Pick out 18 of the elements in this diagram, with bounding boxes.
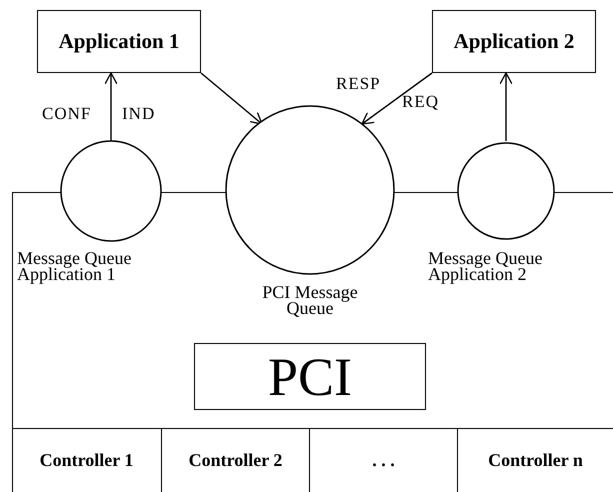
application-box: Application 1 xyxy=(37,10,201,73)
arrow xyxy=(499,72,513,141)
signal-label: IND xyxy=(122,104,156,124)
signal-label: RESP xyxy=(336,74,381,94)
pci-box: PCI xyxy=(194,343,426,410)
queue-label: Message Queue Application 2 xyxy=(428,250,544,282)
arrow xyxy=(104,72,118,141)
controller-cell: Controller n xyxy=(458,428,613,492)
controller-cell: Controller 2 xyxy=(162,428,310,492)
controller-cell: Controller 1 xyxy=(12,428,162,492)
arrow xyxy=(200,72,263,125)
controller-cell: . . . xyxy=(310,428,458,492)
signal-label: REQ xyxy=(402,92,439,112)
arrow xyxy=(361,72,432,125)
queue-label: PCI Message Queue xyxy=(261,284,359,316)
signal-label: CONF xyxy=(42,104,92,124)
application-box: Application 2 xyxy=(432,10,596,73)
queue-label: Message Queue Application 1 xyxy=(17,250,132,282)
